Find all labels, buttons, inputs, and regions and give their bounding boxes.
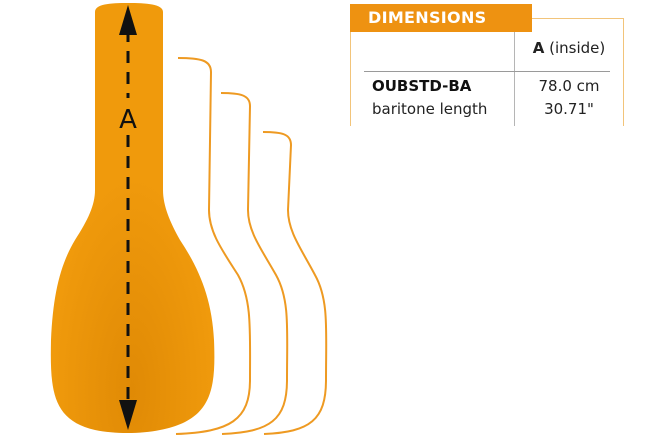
model-name: OUBSTD-BA bbox=[372, 77, 472, 95]
column-header-letter: A bbox=[532, 39, 545, 57]
table-header: DIMENSIONS bbox=[350, 4, 532, 32]
column-divider bbox=[514, 32, 515, 126]
row-divider bbox=[364, 71, 610, 72]
value-inches: 30.71" bbox=[544, 100, 594, 118]
value-cm: 78.0 cm bbox=[538, 77, 600, 95]
dimensions-table: DIMENSIONS A (inside) OUBSTD-BA baritone… bbox=[350, 4, 626, 126]
column-header-a: A (inside) bbox=[514, 39, 624, 57]
column-header-suffix: (inside) bbox=[544, 39, 606, 57]
dimension-label-a: A bbox=[119, 105, 137, 135]
case-outline-3 bbox=[262, 131, 328, 435]
model-description: baritone length bbox=[372, 100, 488, 118]
table-border-left bbox=[350, 32, 351, 126]
table-border-right bbox=[623, 18, 624, 126]
case-silhouette bbox=[50, 3, 215, 433]
case-outline-2 bbox=[220, 92, 289, 435]
table-border-top bbox=[532, 18, 624, 19]
arrow-head-up-icon bbox=[119, 5, 137, 35]
case-outline-1 bbox=[175, 57, 252, 435]
arrow-head-down-icon bbox=[119, 400, 137, 430]
